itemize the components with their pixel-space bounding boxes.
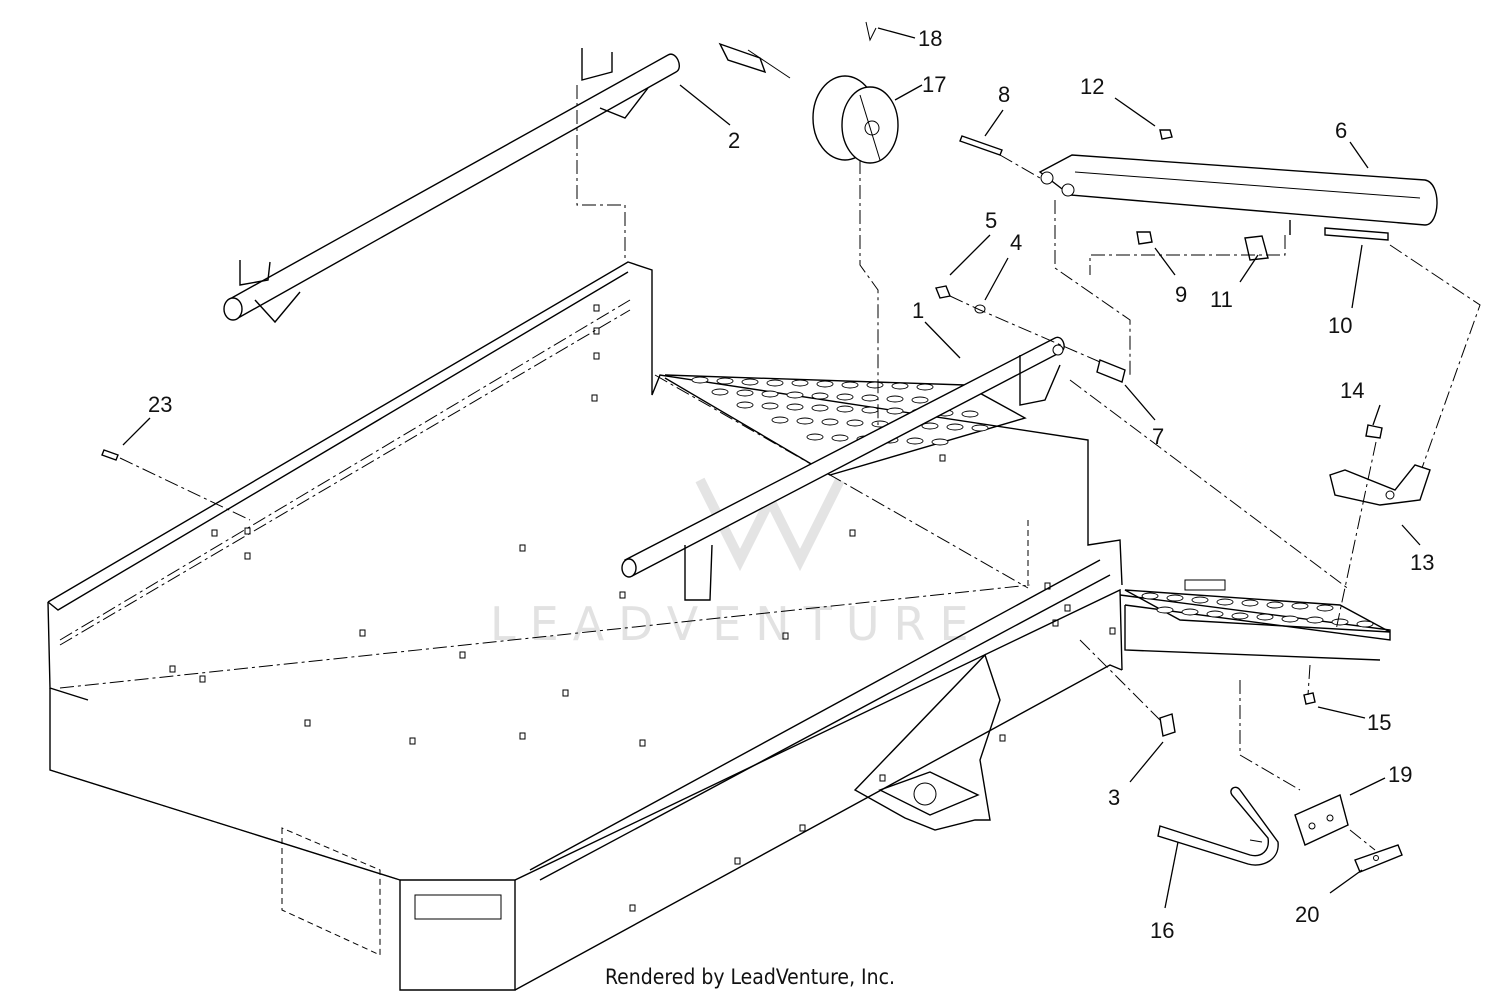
watermark-text: LEADVENTURE: [490, 597, 983, 651]
callout-3: 3: [1108, 785, 1120, 810]
callout-11: 11: [1210, 287, 1233, 312]
callout-18: 18: [918, 26, 942, 51]
deck-body: [47, 261, 1391, 991]
latch-plate-19: [1294, 794, 1349, 846]
rear-grate: [1124, 579, 1391, 633]
pulley-17: [718, 42, 899, 164]
callout-14: 14: [1340, 378, 1364, 403]
callout-8: 8: [998, 82, 1010, 107]
callout-13: 13: [1410, 550, 1434, 575]
render-credit: Rendered by LeadVenture, Inc.: [605, 965, 895, 989]
callouts: 2 18 17 8 12 6 5 4 9 11 10 1 7 14 13 23: [122, 26, 1434, 943]
callout-23: 23: [148, 392, 172, 417]
arm-6: [1038, 154, 1438, 235]
callout-7: 7: [1152, 424, 1164, 449]
grate-plate: [664, 374, 1027, 476]
callout-1: 1: [912, 298, 924, 323]
callout-16: 16: [1150, 918, 1174, 943]
callout-20: 20: [1295, 902, 1319, 927]
bracket-13: [1329, 464, 1431, 506]
callout-10: 10: [1328, 313, 1352, 338]
roller-tube-front: [621, 336, 1065, 601]
deck-holes: [169, 304, 1116, 912]
callout-5: 5: [985, 208, 997, 233]
watermark: LEADVENTURE: [490, 477, 983, 651]
hardware: [101, 21, 1389, 737]
handle-16: [1157, 786, 1279, 866]
assembly-lines: [119, 85, 1481, 851]
callout-9: 9: [1175, 282, 1187, 307]
callout-6: 6: [1335, 118, 1347, 143]
roller-tube-rear: [223, 48, 680, 324]
callout-19: 19: [1388, 762, 1412, 787]
callout-17: 17: [922, 72, 946, 97]
callout-15: 15: [1367, 710, 1391, 735]
latch-clip-20: [1354, 844, 1403, 873]
callout-2: 2: [728, 128, 740, 153]
callout-12: 12: [1080, 74, 1104, 99]
callout-4: 4: [1010, 230, 1022, 255]
